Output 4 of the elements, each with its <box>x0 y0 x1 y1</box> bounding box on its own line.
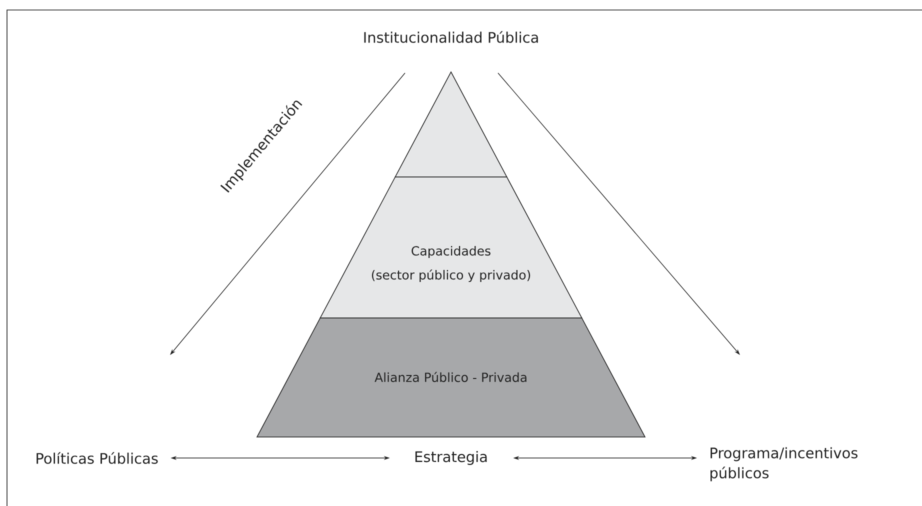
heading-text: Institucionalidad Pública <box>364 31 538 43</box>
label-text: Programa/incentivos públicos <box>710 447 858 482</box>
label-text: Estrategia <box>415 450 487 465</box>
label-text: Políticas Públicas <box>36 452 158 464</box>
